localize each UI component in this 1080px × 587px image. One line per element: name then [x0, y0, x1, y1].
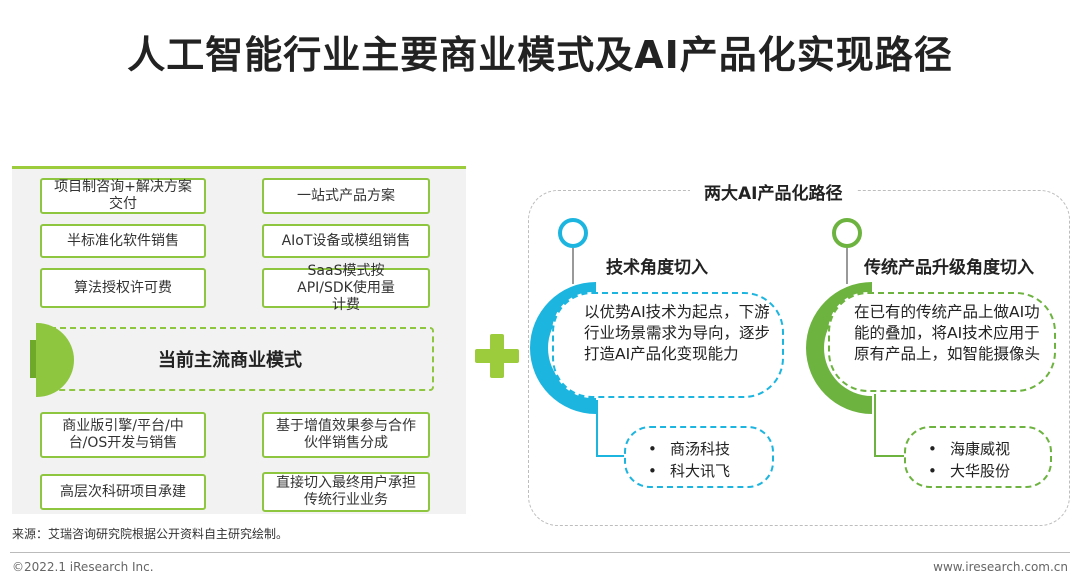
route2-companies: 海康威视 大华股份	[904, 426, 1052, 488]
route1-description: 以优势AI技术为起点，下游行业场景需求为导向，逐步打造AI产品化变现能力	[552, 292, 784, 398]
route1-companies: 商汤科技 科大讯飞	[624, 426, 774, 488]
company-item: 海康威视	[928, 438, 1036, 460]
model-box-platform: 商业版引擎/平台/中台/OS开发与销售	[40, 412, 206, 458]
route1-title: 技术角度切入	[606, 258, 708, 278]
panel-accent-bar	[12, 166, 466, 169]
model-box-one-stop: 一站式产品方案	[262, 178, 430, 214]
website-link[interactable]: www.iresearch.com.cn	[933, 560, 1068, 574]
company-item: 科大讯飞	[648, 460, 758, 482]
current-models-frame	[36, 327, 434, 391]
model-box-research: 高层次科研项目承建	[40, 474, 206, 510]
plus-icon	[475, 334, 519, 378]
route2-description: 在已有的传统产品上做AI功能的叠加，将AI技术应用于原有产品上，如智能摄像头	[828, 292, 1056, 392]
route1-stem	[572, 248, 574, 284]
route2-title: 传统产品升级角度切入	[864, 258, 1034, 278]
model-box-consulting: 项目制咨询+解决方案交付	[40, 178, 206, 214]
model-box-revenue-share: 基于增值效果参与合作伙伴销售分成	[262, 412, 430, 458]
route2-marker-icon	[832, 218, 862, 248]
model-box-end-user: 直接切入最终用户承担传统行业业务	[262, 472, 430, 512]
model-box-software: 半标准化软件销售	[40, 224, 206, 258]
footer-divider	[10, 552, 1070, 553]
route1-connector	[596, 400, 598, 456]
model-box-saas: SaaS模式按API/SDK使用量计费	[262, 263, 430, 313]
current-models-label: 当前主流商业模式	[158, 350, 302, 371]
company-item: 商汤科技	[648, 438, 758, 460]
company-item: 大华股份	[928, 460, 1036, 482]
model-box-aiot: AIoT设备或模组销售	[262, 224, 430, 258]
center-tab	[30, 340, 38, 378]
route1-connector-h	[596, 455, 624, 457]
copyright: ©2022.1 iResearch Inc.	[12, 560, 154, 574]
model-box-licensing: 算法授权许可费	[40, 268, 206, 308]
page-title: 人工智能行业主要商业模式及AI产品化实现路径	[127, 33, 953, 77]
route2-connector	[874, 394, 876, 456]
routes-title: 两大AI产品化路径	[690, 179, 857, 204]
route2-connector-h	[874, 455, 904, 457]
route1-marker-icon	[558, 218, 588, 248]
route2-stem	[846, 248, 848, 284]
center-half-circle	[36, 323, 78, 397]
source-note: 来源：艾瑞咨询研究院根据公开资料自主研究绘制。	[12, 527, 289, 541]
